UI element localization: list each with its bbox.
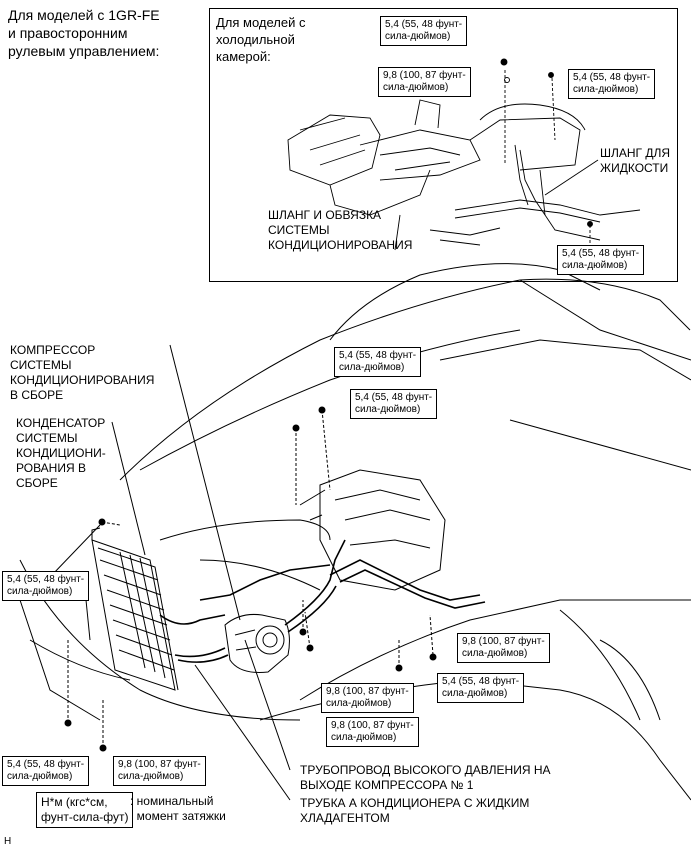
torque-mid-1: 9,8 (100, 87 фунт- сила-дюймов) (321, 683, 414, 713)
pipes-drawing (159, 539, 486, 663)
inset-torque-1: 5,4 (55, 48 фунт- сила-дюймов) (380, 16, 468, 46)
inset-drawing (287, 58, 641, 251)
liquid-tube-label: ТРУБКА А КОНДИЦИОНЕРА С ЖИДКИМ ХЛАДАГЕНТ… (300, 796, 530, 825)
torque-bottom-left-2: 9,8 (100, 87 фунт- сила-дюймов) (113, 756, 206, 786)
inset-torque-4: 5,4 (55, 48 фунт- сила-дюймов) (557, 245, 645, 275)
inset-torque-3: 5,4 (55, 48 фунт- сила-дюймов) (568, 69, 656, 99)
inset-torque-2: 9,8 (100, 87 фунт- сила-дюймов) (378, 67, 471, 97)
torque-legend-description: : номинальный момент затяжки (130, 794, 226, 823)
condenser-label: КОНДЕНСАТОР СИСТЕМЫ КОНДИЦИОНИ- РОВАНИЯ … (16, 416, 106, 490)
condenser-drawing (85, 527, 179, 691)
torque-left: 5,4 (55, 48 фунт- сила-дюймов) (2, 571, 90, 601)
liquid-hose-label: ШЛАНГ ДЛЯ ЖИДКОСТИ (600, 146, 671, 175)
torque-right-2: 5,4 (55, 48 фунт- сила-дюймов) (437, 673, 525, 703)
inset-title: Для моделей с холодильной камерой: (216, 15, 306, 64)
footer-mark: H (4, 836, 12, 847)
torque-mid-2: 9,8 (100, 87 фунт- сила-дюймов) (326, 717, 419, 747)
model-condition-label: Для моделей с 1GR-FE и правосторонним ру… (8, 7, 160, 59)
compressor-drawing (224, 614, 290, 673)
torque-right-1: 9,8 (100, 87 фунт- сила-дюймов) (457, 633, 550, 663)
discharge-pipe-label: ТРУБОПРОВОД ВЫСОКОГО ДАВЛЕНИЯ НА ВЫХОДЕ … (300, 763, 551, 792)
hvac-unit-drawing (299, 469, 446, 591)
hose-harness-label: ШЛАНГ И ОБВЯЗКА СИСТЕМЫ КОНДИЦИОНИРОВАНИ… (268, 208, 413, 252)
torque-bottom-left-1: 5,4 (55, 48 фунт- сила-дюймов) (2, 756, 90, 786)
compressor-label: КОМПРЕССОР СИСТЕМЫ КОНДИЦИОНИРОВАНИЯ В С… (10, 343, 155, 402)
cold-box-inset (209, 8, 678, 282)
torque-top-1: 5,4 (55, 48 фунт- сила-дюймов) (334, 347, 422, 377)
torque-unit-legend: Н*м (кгс*см, фунт-сила-фут) (36, 792, 134, 828)
torque-top-2: 5,4 (55, 48 фунт- сила-дюймов) (350, 389, 438, 419)
